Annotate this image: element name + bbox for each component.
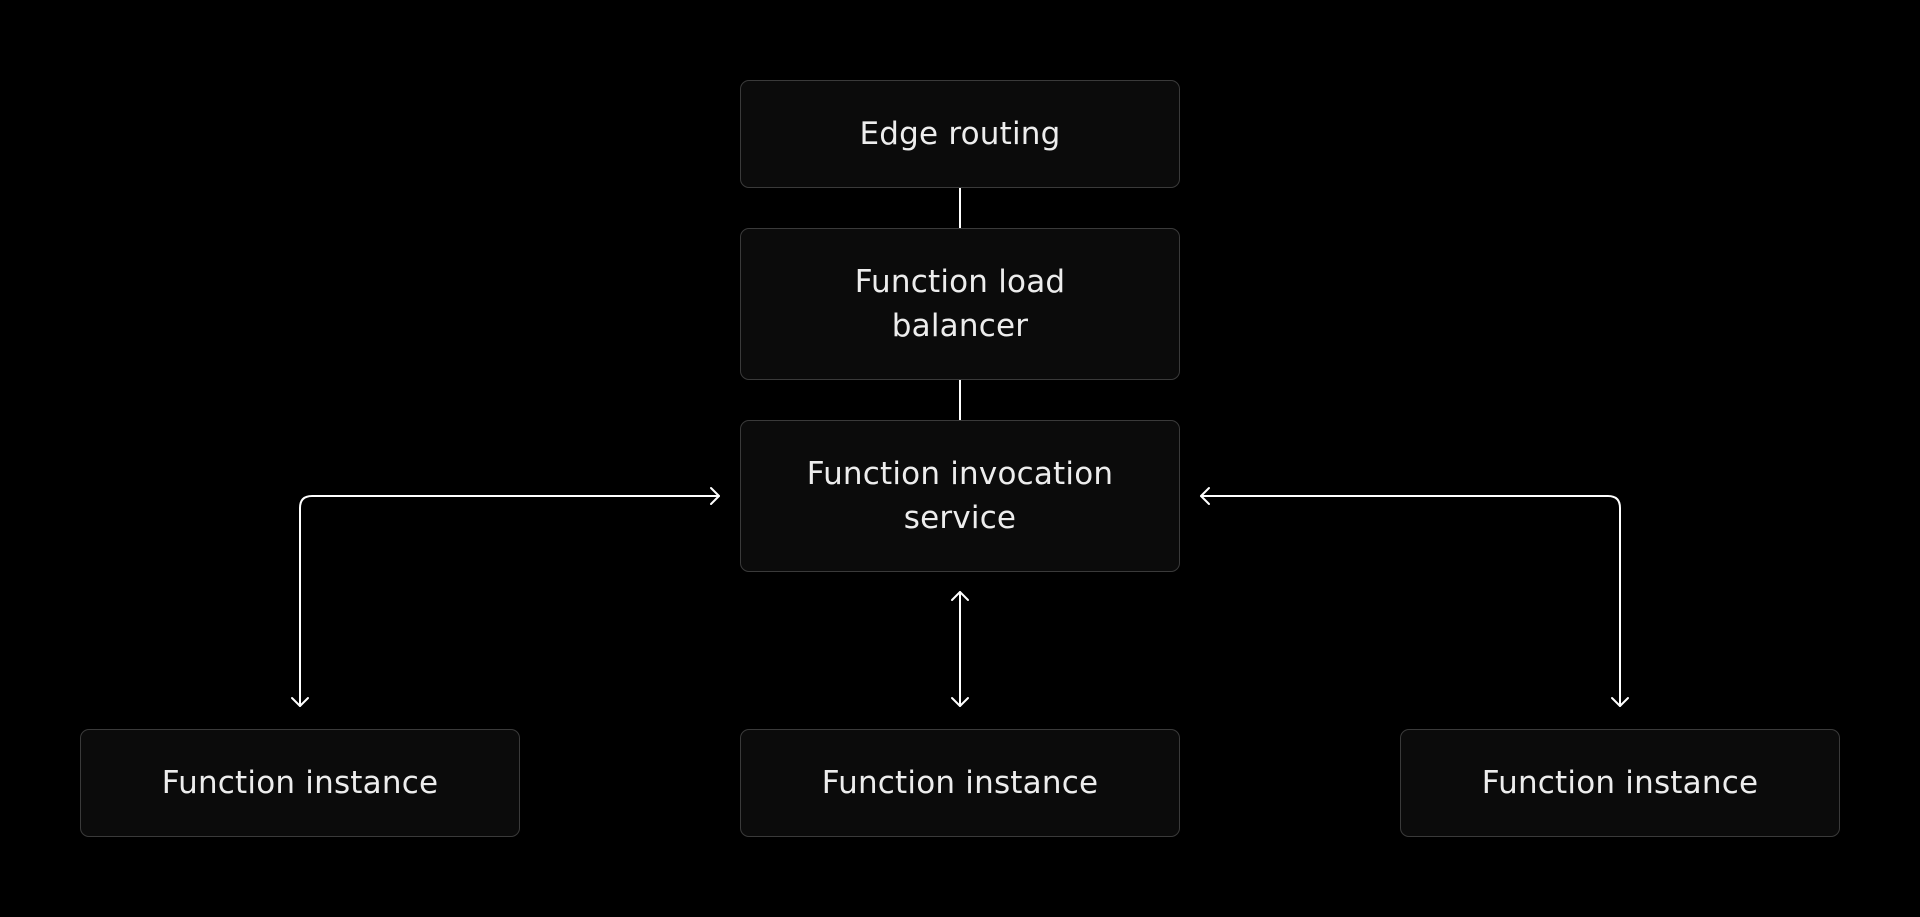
node-edge-routing-label: Edge routing [859, 116, 1061, 152]
node-function-invocation-service-label: Function invocation service [806, 456, 1114, 536]
arrowhead-down-icon [951, 697, 969, 707]
connector-invocation-to-right-instance [1200, 487, 1629, 707]
arrowhead-right-icon [710, 487, 720, 505]
arrowhead-down-icon [1611, 697, 1629, 707]
node-function-instance-left-label: Function instance [161, 765, 439, 801]
node-function-instance-middle-label: Function instance [821, 765, 1099, 801]
node-function-load-balancer-label: Function load balancer [854, 264, 1066, 344]
node-function-instance-right-label: Function instance [1481, 765, 1759, 801]
arrowhead-left-icon [1200, 487, 1210, 505]
arrowhead-up-icon [951, 591, 969, 601]
connector-invocation-to-middle-instance [951, 591, 969, 707]
node-function-invocation-service: Function invocation service [740, 420, 1180, 572]
node-function-instance-left: Function instance [80, 729, 520, 837]
node-function-instance-middle: Function instance [740, 729, 1180, 837]
node-edge-routing: Edge routing [740, 80, 1180, 188]
arrowhead-down-icon [291, 697, 309, 707]
node-function-load-balancer: Function load balancer [740, 228, 1180, 380]
node-function-instance-right: Function instance [1400, 729, 1840, 837]
connector-invocation-to-left-instance [291, 487, 720, 707]
